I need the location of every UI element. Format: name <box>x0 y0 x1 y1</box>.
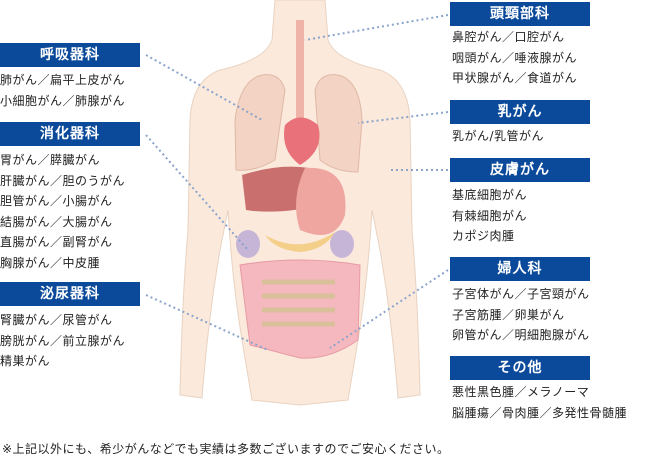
list-item: 乳がん/乳管がん <box>452 129 545 143</box>
category-header-digestive: 消化器科 <box>0 122 140 146</box>
list-item: 結腸がん／大腸がん <box>0 214 113 229</box>
stomach-organ <box>296 167 346 235</box>
category-header-skin: 皮膚がん <box>450 158 590 182</box>
list-item: 胃がん／膵臓がん <box>0 153 101 167</box>
list-item: 腎臓がん／尿管がん <box>0 313 113 327</box>
category-list-other: 悪性黒色腫／メラノーマ 脳腫瘍／骨肉腫／多発性骨髄腫 <box>452 382 627 423</box>
category-list-head-neck: 鼻腔がん／口腔がん 咽頭がん／唾液腺がん 甲状腺がん／食道がん <box>452 27 577 89</box>
list-item: 肝臓がん／胆のうがん <box>0 173 126 188</box>
small-intestine-organ <box>262 279 335 327</box>
list-item: 子宮筋腫／卵巣がん <box>452 307 565 322</box>
list-item: カポジ肉腫 <box>452 229 515 243</box>
list-item: 小細胞がん／肺腺がん <box>0 93 126 108</box>
lung-right-organ <box>314 74 363 173</box>
list-item: 精巣がん <box>0 354 51 368</box>
category-header-gynecology: 婦人科 <box>450 257 590 281</box>
lung-left-organ <box>234 74 286 171</box>
kidney-left-organ <box>236 230 260 258</box>
list-item: 悪性黒色腫／メラノーマ <box>452 385 590 399</box>
category-header-breast: 乳がん <box>450 100 590 124</box>
list-item: 胆管がん／小腸がん <box>0 194 113 208</box>
list-item: 肺がん／扁平上皮がん <box>0 73 126 87</box>
category-list-digestive: 胃がん／膵臓がん 肝臓がん／胆のうがん 胆管がん／小腸がん 結腸がん／大腸がん … <box>0 150 125 273</box>
list-item: 膀胱がん／前立腺がん <box>0 333 126 348</box>
category-header-urology: 泌尿器科 <box>0 282 140 306</box>
list-item: 直腸がん／副腎がん <box>0 235 113 249</box>
footer-note: ※上記以外にも、希少がんなどでも実績は多数ございますのでご安心ください。 <box>2 442 450 456</box>
kidney-right-organ <box>330 230 354 258</box>
list-item: 鼻腔がん／口腔がん <box>452 30 565 44</box>
list-item: 胸腺がん／中皮腫 <box>0 255 101 270</box>
list-item: 卵管がん／明細胞腺がん <box>452 328 590 342</box>
category-list-respiratory: 肺がん／扁平上皮がん 小細胞がん／肺腺がん <box>0 70 125 111</box>
heart-organ <box>284 117 320 165</box>
category-list-gynecology: 子宮体がん／子宮頸がん 子宮筋腫／卵巣がん 卵管がん／明細胞腺がん <box>452 284 590 346</box>
pancreas-organ <box>265 232 335 252</box>
category-list-breast: 乳がん/乳管がん <box>452 126 544 147</box>
list-item: 子宮体がん／子宮頸がん <box>452 287 590 301</box>
esophagus-organ <box>296 20 304 140</box>
list-item: 基底細胞がん <box>452 188 528 202</box>
category-header-other: その他 <box>450 356 590 380</box>
list-item: 咽頭がん／唾液腺がん <box>452 50 578 65</box>
category-header-respiratory: 呼吸器科 <box>0 43 140 67</box>
list-item: 脳腫瘍／骨肉腫／多発性骨髄腫 <box>452 405 628 420</box>
leader-lines <box>145 14 449 351</box>
category-list-urology: 腎臓がん／尿管がん 膀胱がん／前立腺がん 精巣がん <box>0 310 125 372</box>
list-item: 甲状腺がん／食道がん <box>452 71 578 85</box>
category-header-head-neck: 頭頸部科 <box>450 2 590 26</box>
category-list-skin: 基底細胞がん 有棘細胞がん カポジ肉腫 <box>452 185 527 247</box>
list-item: 有棘細胞がん <box>452 208 528 223</box>
